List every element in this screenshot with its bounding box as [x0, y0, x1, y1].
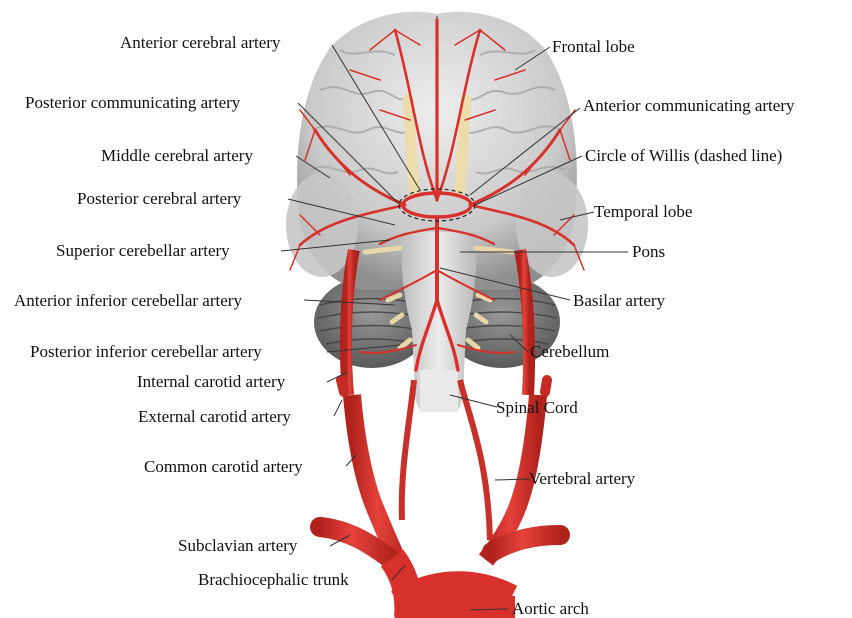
label-frontal-lobe: Frontal lobe [552, 37, 635, 57]
label-spinal-cord: Spinal Cord [496, 398, 578, 418]
label-circle-of-willis: Circle of Willis (dashed line) [585, 146, 782, 166]
label-anterior-communicating-artery: Anterior communicating artery [583, 96, 794, 116]
label-internal-carotid-artery: Internal carotid artery [137, 372, 285, 392]
label-brachiocephalic-trunk: Brachiocephalic trunk [198, 570, 349, 590]
label-anterior-cerebral-artery: Anterior cerebral artery [120, 33, 280, 53]
label-middle-cerebral-artery: Middle cerebral artery [101, 146, 253, 166]
label-external-carotid-artery: External carotid artery [138, 407, 291, 427]
label-vertebral-artery: Vertebral artery [529, 469, 635, 489]
label-posterior-cerebral-artery: Posterior cerebral artery [77, 189, 241, 209]
label-temporal-lobe: Temporal lobe [594, 202, 692, 222]
label-common-carotid-artery: Common carotid artery [144, 457, 303, 477]
label-aortic-arch: Aortic arch [512, 599, 589, 618]
label-superior-cerebellar-artery: Superior cerebellar artery [56, 241, 230, 261]
label-subclavian-artery: Subclavian artery [178, 536, 297, 556]
label-posterior-communicating-artery: Posterior communicating artery [25, 93, 240, 113]
label-anterior-inferior-cerebellar-artery: Anterior inferior cerebellar artery [14, 291, 242, 311]
label-pons: Pons [632, 242, 665, 262]
label-cerebellum: Cerebellum [530, 342, 609, 362]
label-posterior-inferior-cerebellar-artery: Posterior inferior cerebellar artery [30, 342, 262, 362]
label-basilar-artery: Basilar artery [573, 291, 665, 311]
